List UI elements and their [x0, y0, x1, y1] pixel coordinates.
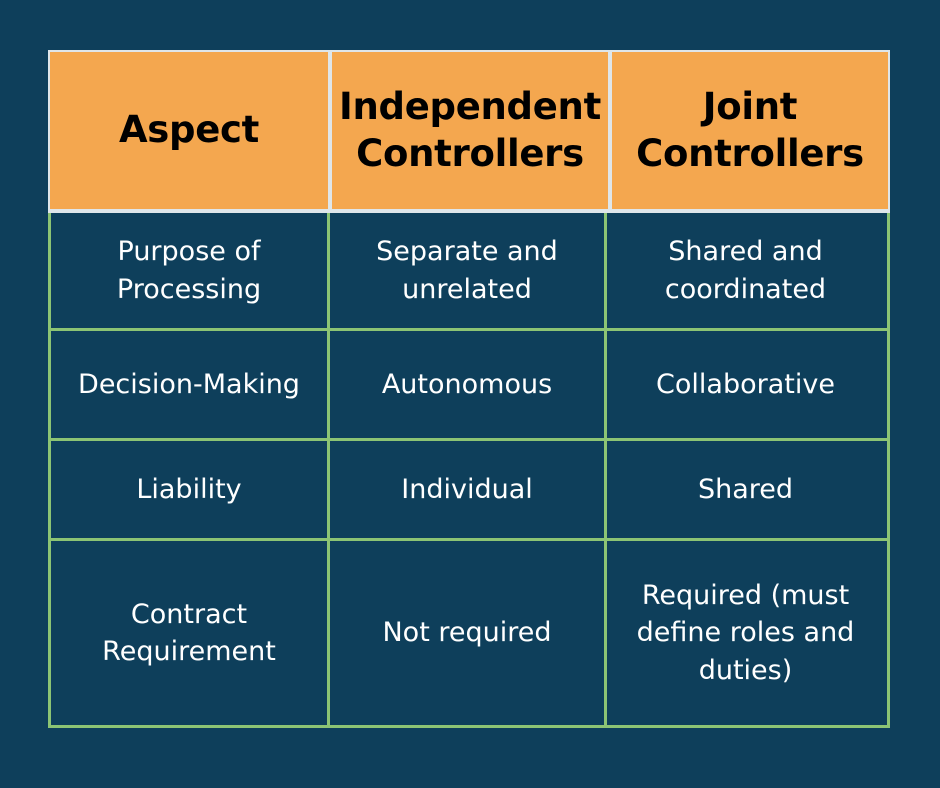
table-header-row: Aspect Independent Controllers Joint Con… [48, 50, 890, 213]
table-row: Decision-Making Autonomous Collaborative [48, 331, 890, 441]
cell-independent: Individual [330, 441, 607, 538]
table-header-cell-joint-controllers: Joint Controllers [612, 52, 888, 209]
cell-joint: Collaborative [656, 368, 835, 400]
table-row: Liability Individual Shared [48, 441, 890, 541]
cell-aspect: Purpose of Processing [51, 213, 330, 328]
cell-aspect: Liability [51, 441, 330, 538]
cell-aspect: Decision-Making [51, 331, 330, 438]
table-row: Purpose of Processing Separate and unrel… [48, 213, 890, 331]
cell-joint: Shared and coordinated [664, 236, 827, 305]
table-body: Purpose of Processing Separate and unrel… [48, 213, 890, 728]
cell-joint: Shared [697, 473, 794, 505]
comparison-table: Aspect Independent Controllers Joint Con… [48, 50, 890, 728]
cell-independent: Separate and unrelated [330, 213, 607, 328]
cell-independent: Autonomous [330, 331, 607, 438]
cell-aspect: Contract Requirement [51, 541, 330, 725]
table-header-cell-independent-controllers: Independent Controllers [332, 52, 608, 209]
table-row: Contract Requirement Not required Requir… [48, 541, 890, 728]
table-header-cell-aspect: Aspect [50, 52, 328, 209]
cell-joint: Required (must define roles and duties) [636, 580, 855, 686]
cell-independent: Not required [330, 541, 607, 725]
